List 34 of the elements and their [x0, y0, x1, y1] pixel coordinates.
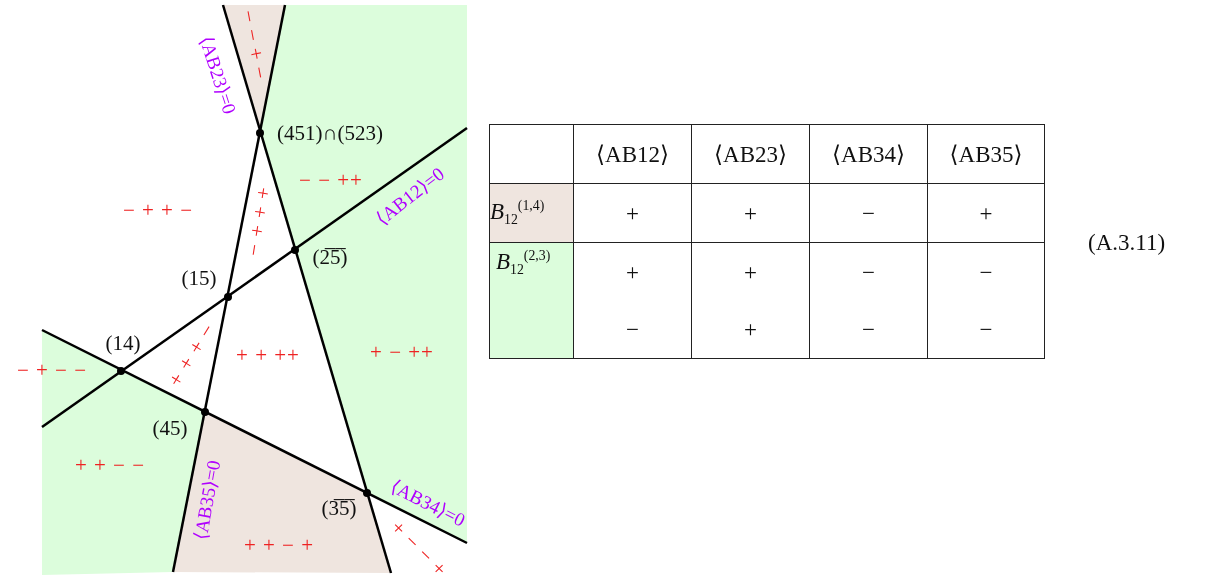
- point-label: (15): [181, 267, 217, 289]
- sign-pattern: − − ++: [299, 169, 363, 191]
- column-header: ⟨AB35⟩: [949, 142, 1023, 166]
- sign-value: −: [979, 260, 993, 284]
- column-header: ⟨AB34⟩: [832, 142, 905, 166]
- point-label: (451)∩(523): [276, 122, 384, 144]
- point-label: (2̅5̅): [312, 246, 348, 268]
- sign-pattern: − + + −: [122, 199, 194, 221]
- sign-value: −: [862, 318, 875, 341]
- sign-value: +: [744, 318, 757, 341]
- sign-value: +: [626, 260, 639, 284]
- sign-pattern: + + − +: [243, 534, 315, 556]
- equation-number: (A.3.11): [1088, 230, 1166, 256]
- sign-value: −: [862, 201, 875, 225]
- point-label: (45): [152, 417, 188, 439]
- sign-value: +: [626, 201, 639, 225]
- sign-pattern: + + − −: [74, 454, 146, 476]
- line-equation: ⟨AB35⟩=0: [190, 458, 224, 542]
- sign-pattern: − − + −: [237, 8, 271, 82]
- sign-pattern: − + − −: [16, 359, 88, 381]
- sign-value: −: [862, 260, 875, 284]
- sign-value: +: [744, 260, 757, 284]
- point-label: (14): [105, 332, 141, 354]
- column-header: ⟨AB12⟩: [596, 142, 669, 166]
- sign-value: −: [626, 318, 639, 341]
- point-label: (3̅5̅): [321, 497, 357, 519]
- sign-pattern: + − ++: [370, 341, 434, 363]
- sign-pattern: + + + −: [164, 319, 220, 391]
- sign-pattern: + + ++: [236, 344, 300, 366]
- column-header: ⟨AB23⟩: [714, 142, 787, 166]
- sign-value: +: [744, 201, 757, 225]
- sign-pattern: + + + −: [242, 185, 274, 259]
- sign-value: −: [979, 318, 993, 341]
- sign-value: +: [979, 201, 993, 225]
